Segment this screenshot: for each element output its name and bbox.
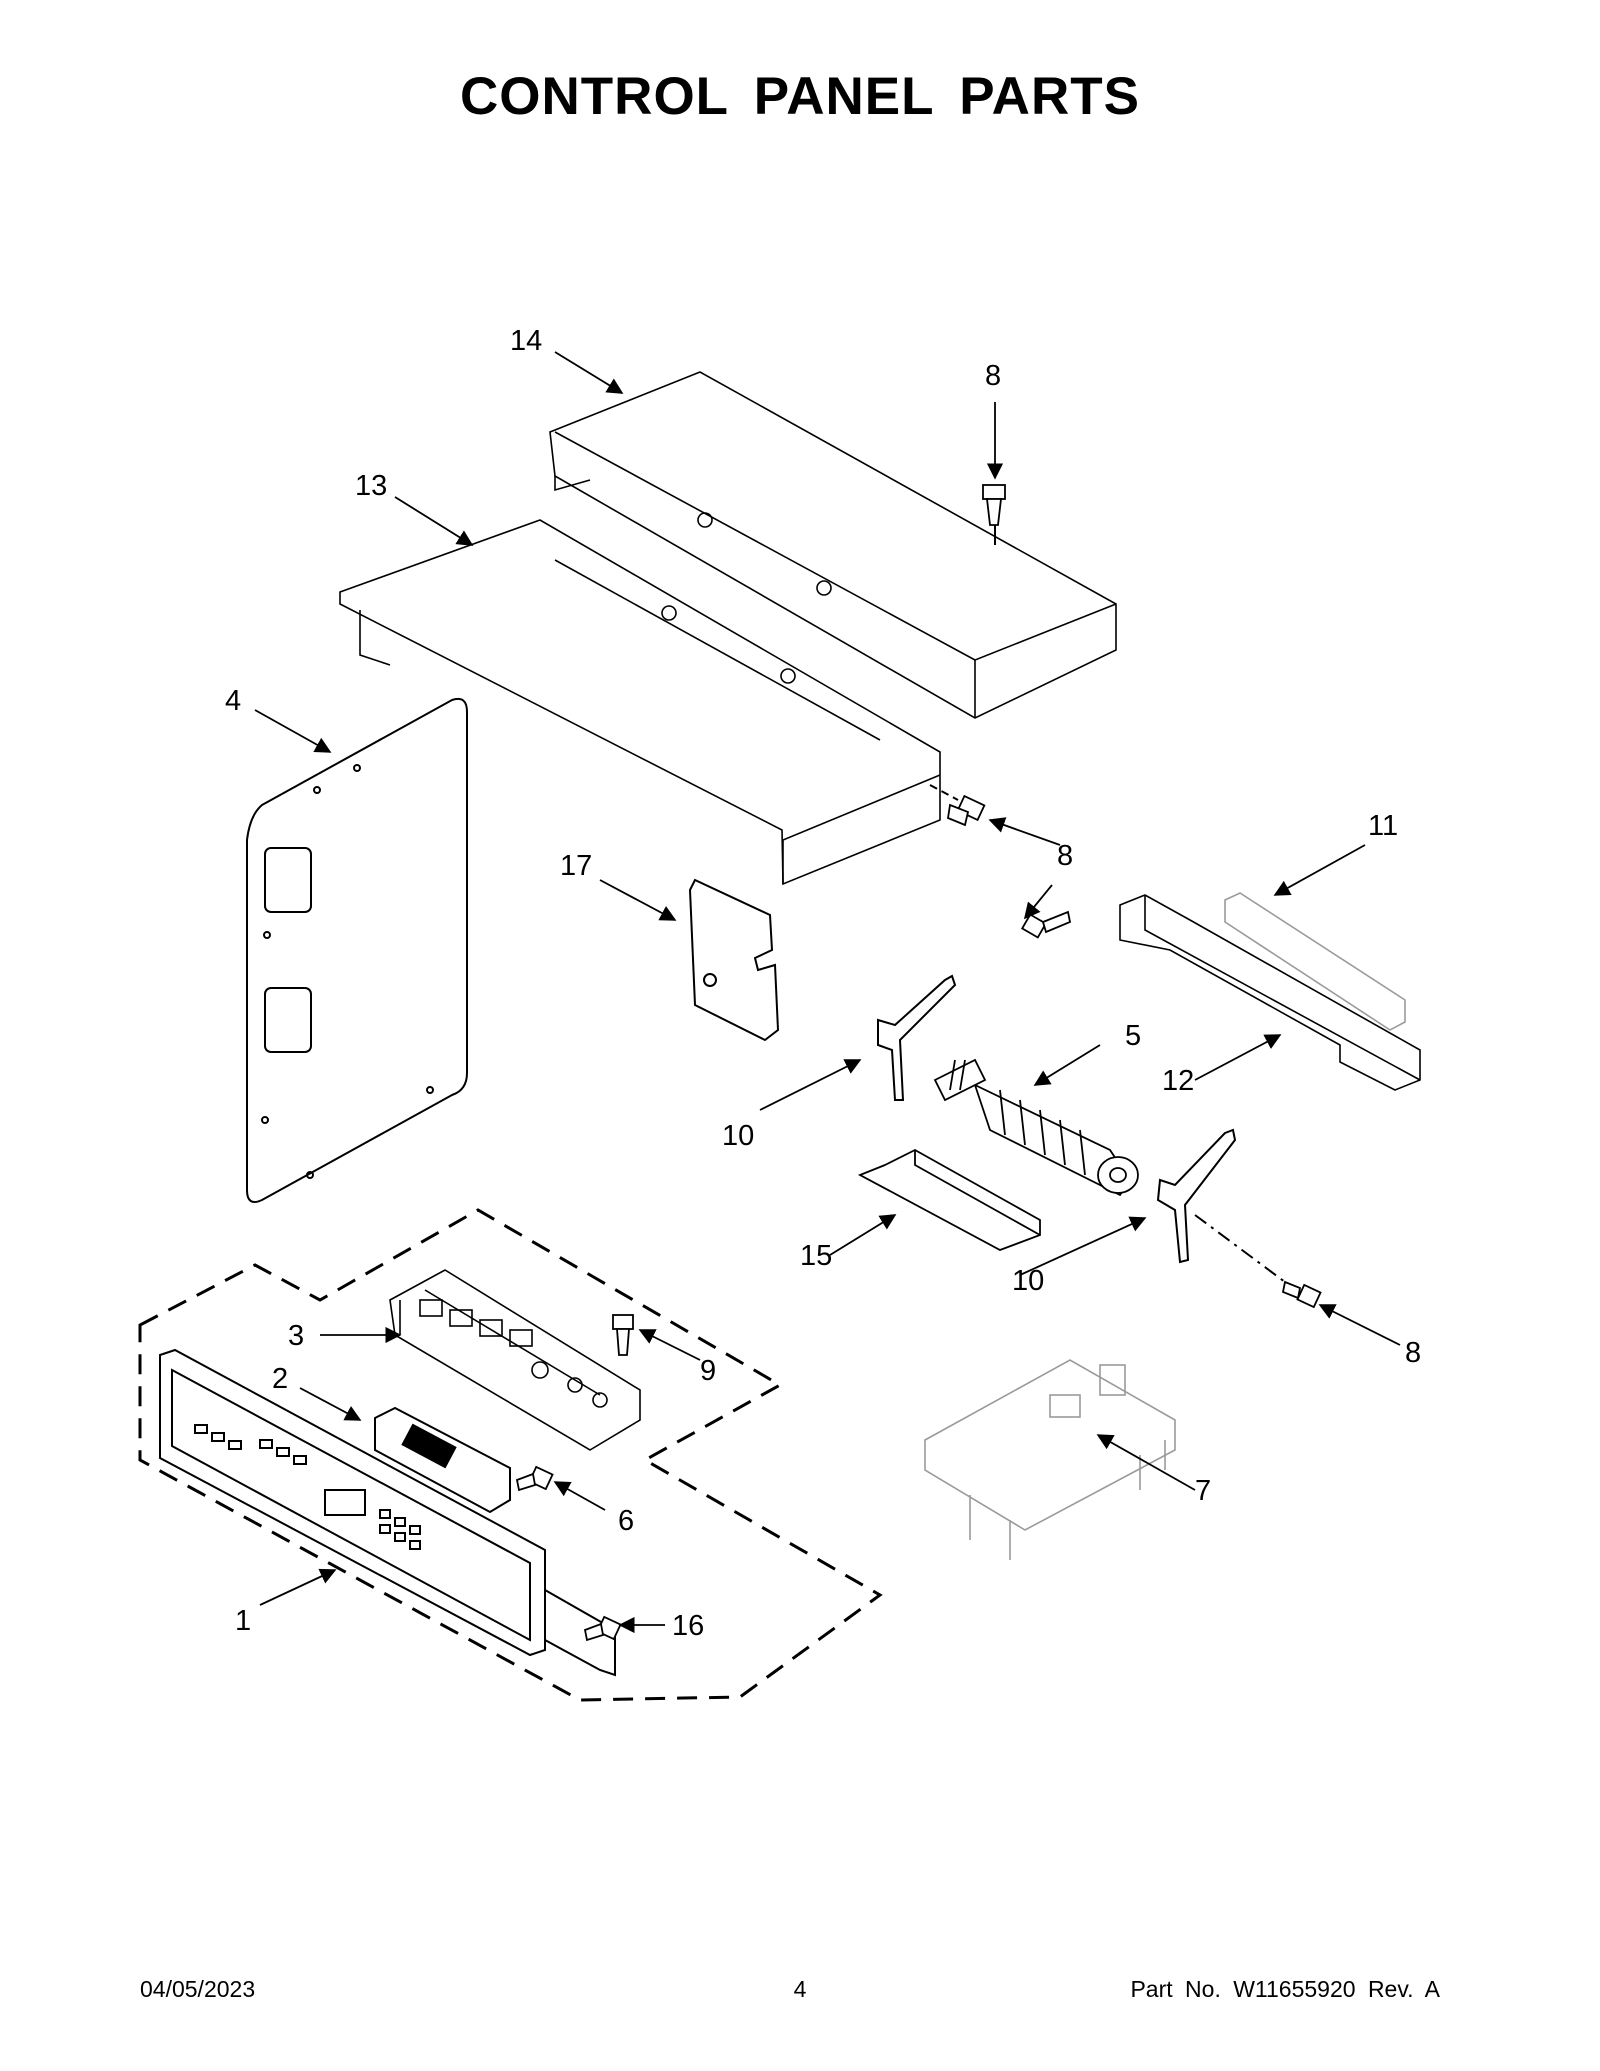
callout-14: 14: [510, 325, 542, 357]
callout-1: 1: [235, 1605, 251, 1637]
part-11-strip: [1224, 892, 1406, 1031]
callout-8-top: 8: [985, 360, 1001, 392]
callout-8-right: 8: [1405, 1337, 1421, 1369]
part-3-control-board: [389, 1269, 641, 1451]
part-10-right-bracket: [1156, 1128, 1237, 1264]
page-title: CONTROL PANEL PARTS: [460, 67, 1140, 126]
part-17-plate: [688, 878, 780, 1042]
callout-8-center: 8: [1057, 840, 1073, 872]
callout-labels: 14 8 13 4 17 8 11 5 12 10 15 10 8 3 9 2 …: [225, 325, 1421, 1642]
callout-16: 16: [672, 1610, 704, 1642]
screw-8-top: [982, 484, 1006, 526]
assembly-outline: [138, 1208, 883, 1702]
callout-11: 11: [1368, 810, 1398, 842]
callout-10-right: 10: [1012, 1265, 1044, 1297]
callout-9: 9: [700, 1355, 716, 1387]
part-5-fan: [933, 1058, 1139, 1197]
part-2-display-board: [374, 1406, 511, 1514]
part-1-console: [159, 1348, 616, 1677]
screw-8-center: [947, 794, 986, 827]
screw-6: [515, 1465, 554, 1492]
part-4-back-panel: [246, 697, 468, 1203]
callout-10-left: 10: [722, 1120, 754, 1152]
part-12-bracket: [1119, 894, 1421, 1091]
part-15-deflector: [857, 1148, 1041, 1251]
footer-page-number: 4: [793, 1976, 807, 2002]
centerline-center: [929, 784, 959, 801]
callout-15: 15: [800, 1240, 832, 1272]
screw-8-right: [1281, 1280, 1322, 1309]
callout-3: 3: [288, 1320, 304, 1352]
part-13-cover: [339, 519, 941, 886]
callout-13: 13: [355, 470, 387, 502]
screw-16: [583, 1615, 622, 1642]
screw-8-bracket: [1020, 910, 1072, 939]
footer-part-info: Part No. W11655920 Rev. A: [1130, 1976, 1440, 2002]
leader-lines: [254, 351, 1401, 1634]
callout-12: 12: [1162, 1065, 1194, 1097]
callout-17: 17: [560, 850, 592, 882]
part-14-cover: [549, 371, 1117, 719]
callout-2: 2: [272, 1363, 288, 1395]
footer-date: 04/05/2023: [140, 1976, 256, 2002]
callout-5: 5: [1125, 1020, 1141, 1052]
part-7-aux-board: [924, 1359, 1176, 1560]
centerline-right: [1194, 1214, 1286, 1283]
part-10-left-bracket: [877, 974, 957, 1101]
screw-9: [612, 1314, 634, 1356]
callout-6: 6: [618, 1505, 634, 1537]
callout-7: 7: [1195, 1475, 1211, 1507]
callout-4: 4: [225, 685, 241, 717]
